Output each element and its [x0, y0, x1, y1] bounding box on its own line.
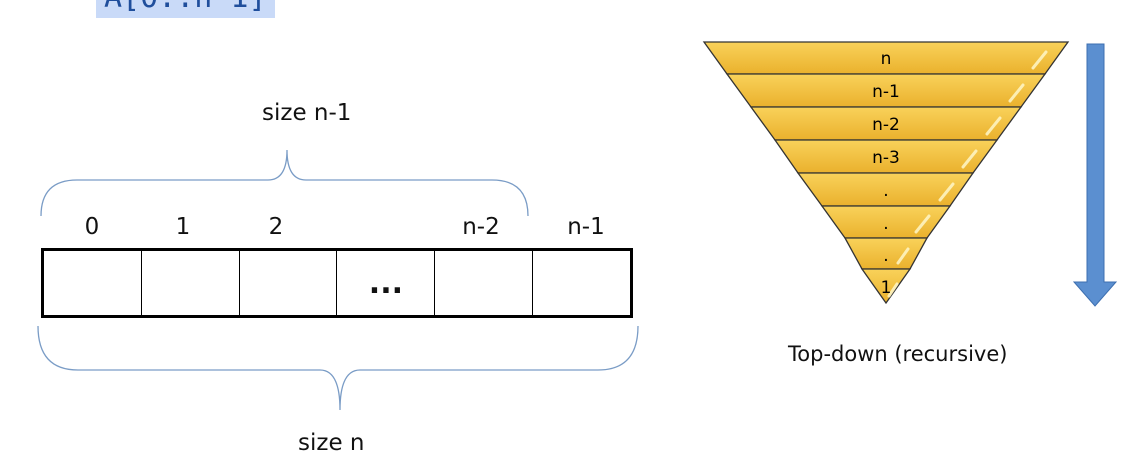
pyramid-level-label: .: [883, 214, 888, 234]
pyramid: n n-1 n-2 n-3 . . . 1: [702, 41, 1070, 305]
index-label-n-2: n-2: [462, 214, 500, 240]
index-label-2: 2: [268, 214, 284, 240]
array-cells: ...: [41, 248, 633, 318]
index-label-0: 0: [84, 214, 100, 240]
pyramid-highlights: [887, 50, 1048, 298]
index-label-1: 1: [175, 214, 191, 240]
pyramid-level-label: n: [881, 49, 892, 69]
pyramid-caption: Top-down (recursive): [788, 342, 1008, 366]
pyramid-level-label: n-1: [872, 82, 900, 102]
inner-brace: [40, 149, 529, 217]
array-cell: [44, 251, 142, 315]
array-cell: [240, 251, 338, 315]
pyramid-level-label: n-2: [872, 115, 900, 135]
down-arrow-icon: [1072, 43, 1118, 307]
index-label-n-1: n-1: [567, 214, 605, 240]
array-cell: [435, 251, 534, 315]
outer-brace: [37, 325, 639, 411]
array-name-label: A[0..n-1]: [96, 0, 275, 18]
inner-brace-label: size n-1: [262, 100, 352, 126]
pyramid-level-label: .: [883, 181, 888, 201]
pyramid-level-label: n-3: [872, 148, 900, 168]
array-cell-ellipsis: ...: [337, 251, 436, 315]
array-cell: [142, 251, 240, 315]
pyramid-band: [860, 268, 912, 305]
pyramid-level-label: .: [883, 246, 888, 266]
pyramid-level-label: 1: [881, 278, 892, 298]
outer-brace-label: size n: [298, 430, 365, 456]
